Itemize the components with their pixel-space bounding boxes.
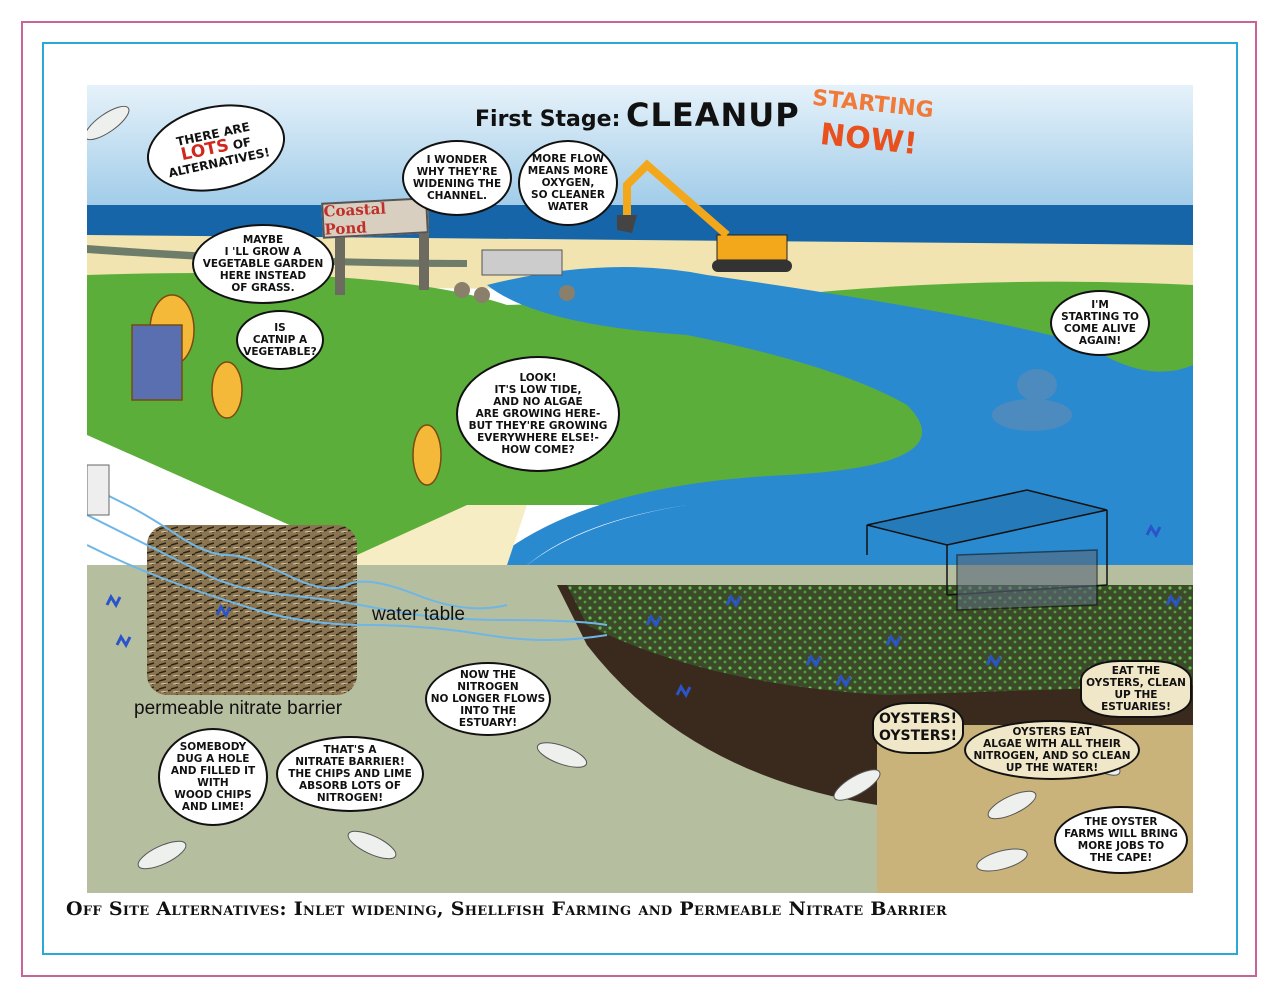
nitrate-barrier-label: permeable nitrate barrier <box>134 698 343 719</box>
nitrogen-n-marks <box>105 523 1182 699</box>
inner-frame <box>42 42 1238 955</box>
pond <box>467 267 1193 585</box>
ghost-cat <box>992 369 1072 431</box>
speech-bubble-more-flow: MORE FLOW MEANS MORE OXYGEN, SO CLEANER … <box>518 140 618 226</box>
speech-bubble-oysters: OYSTERS! OYSTERS! <box>872 702 964 754</box>
speech-bubble-eat-oysters: EAT THE OYSTERS, CLEAN UP THE ESTUARIES! <box>1080 660 1192 718</box>
speech-bubble-dug-hole: SOMEBODY DUG A HOLE AND FILLED IT WITH W… <box>158 728 268 826</box>
speech-bubble-wonder: I WONDER WHY THEY'RE WIDENING THE CHANNE… <box>402 140 512 216</box>
speech-bubble-low-tide: LOOK! IT'S LOW TIDE, AND NO ALGAE ARE GR… <box>456 356 620 472</box>
well-pipe <box>87 464 110 516</box>
thought-bubble-alive: I'M STARTING TO COME ALIVE AGAIN! <box>1050 290 1150 356</box>
algae-sediment <box>567 585 1193 695</box>
outer-frame <box>21 21 1257 977</box>
estuary-illustration <box>87 85 1193 893</box>
water-table-waves <box>87 484 608 641</box>
speech-bubble-catnip: IS CATNIP A VEGETABLE? <box>236 310 324 370</box>
title-main: CLEANUP <box>625 96 800 134</box>
speech-bubble-oysters-eat: OYSTERS EAT ALGAE WITH ALL THEIR NITROGE… <box>964 720 1140 780</box>
speech-bubble-jobs: THE OYSTER FARMS WILL BRING MORE JOBS TO… <box>1054 806 1188 874</box>
caption: Off Site Alternatives: Inlet widening, S… <box>66 898 947 920</box>
excavator <box>617 159 792 272</box>
speech-bubble-nitrogen-flow: NOW THE NITROGEN NO LONGER FLOWS INTO TH… <box>425 662 551 736</box>
speech-bubble-garden: MAYBE I 'LL GROW A VEGETABLE GARDEN HERE… <box>192 224 334 304</box>
sign-posts <box>335 210 429 295</box>
water-table-label: water table <box>372 604 465 625</box>
title-prefix: First Stage: <box>475 107 621 132</box>
coastal-pond-sign: Coastal Pond <box>321 197 429 239</box>
nitrate-barrier-chips <box>147 525 357 695</box>
cats <box>131 294 442 486</box>
speech-bubble-nitrate-barrier: THAT'S A NITRATE BARRIER! THE CHIPS AND … <box>276 736 424 812</box>
page-title: First Stage: CLEANUP <box>475 95 800 141</box>
bridge <box>454 249 575 303</box>
oyster-cage <box>866 489 1108 611</box>
road <box>87 245 467 267</box>
